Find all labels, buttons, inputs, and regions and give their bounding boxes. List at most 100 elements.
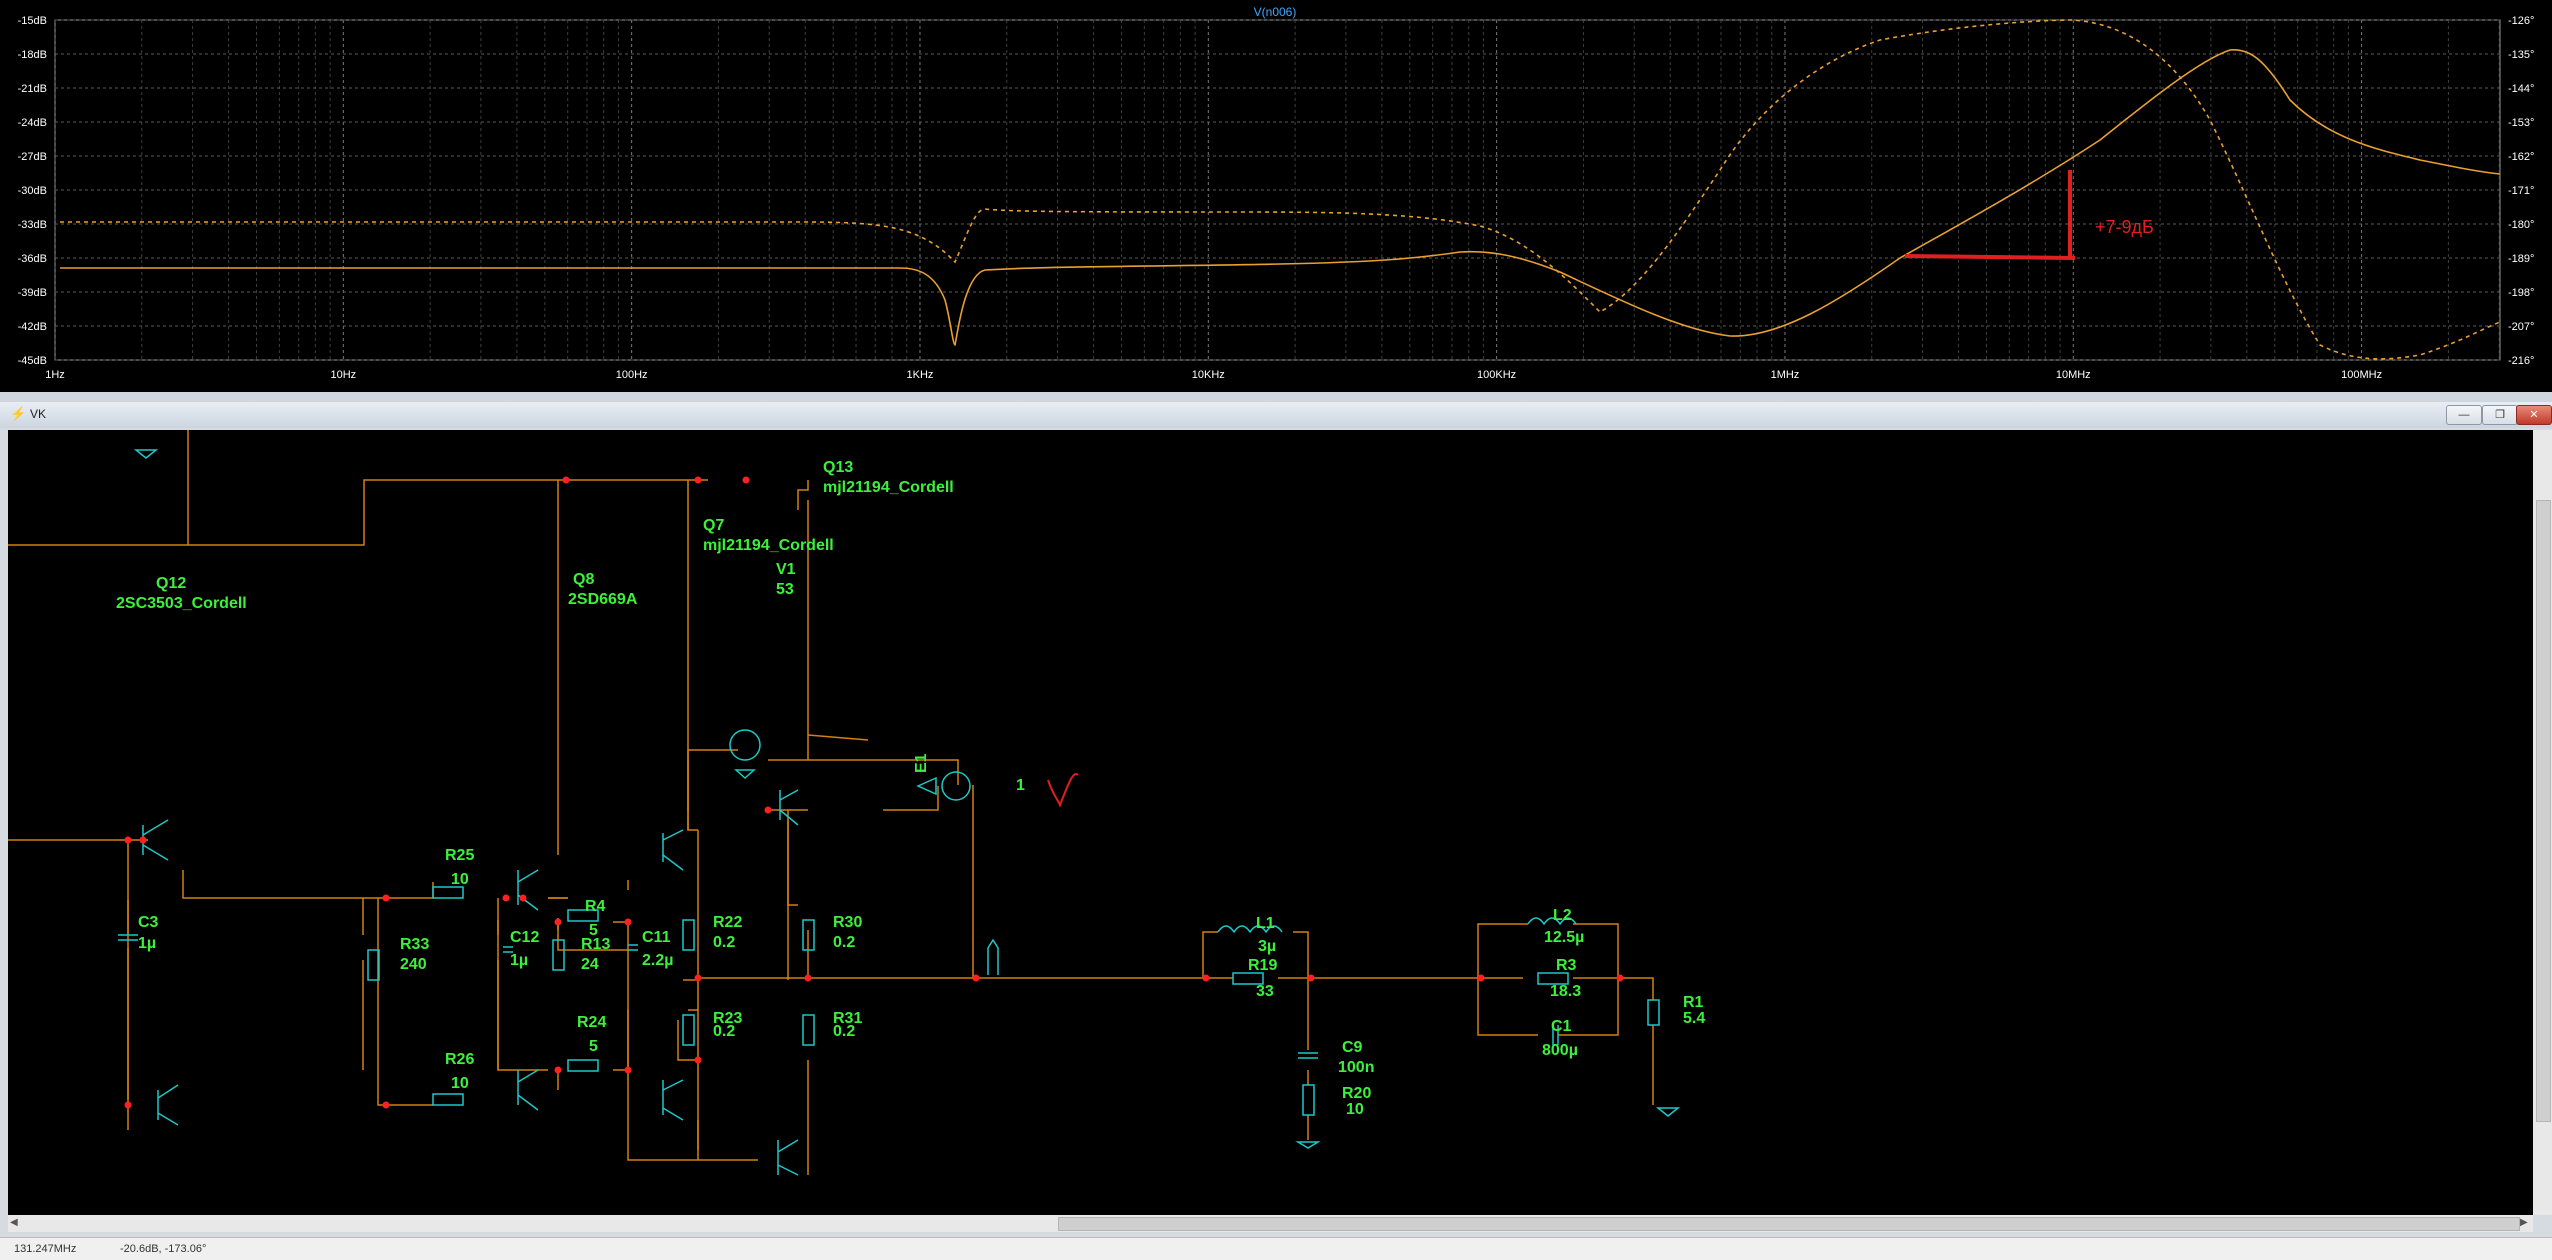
label-c3[interactable]: C3 [138,914,159,931]
label-r25v[interactable]: 10 [451,871,469,888]
label-c1v[interactable]: 800µ [1542,1042,1578,1059]
bode-plot-pane[interactable]: -15dB-18dB-21dB-24dB-27dB-30dB-33dB-36dB… [0,0,2552,392]
label-q13m[interactable]: mjl21194_Cordell [823,479,954,496]
schematic-drawing[interactable]: Q13mjl21194_CordellQ7mjl21194_CordellV15… [8,430,2540,1215]
r33-symbol[interactable] [367,949,380,981]
vertical-scroll-thumb[interactable] [2536,500,2551,1122]
r20-symbol[interactable] [1302,1084,1315,1116]
label-r13v[interactable]: 24 [581,956,599,973]
r3-symbol[interactable] [1537,972,1569,985]
c12-symbol[interactable] [503,946,513,953]
label-q12[interactable]: Q12 [156,575,186,592]
label-c3v[interactable]: 1µ [138,935,156,952]
label-r31v[interactable]: 0.2 [833,1023,855,1040]
label-q8m[interactable]: 2SD669A [568,591,638,608]
l1-symbol[interactable] [1217,925,1283,934]
label-r19v[interactable]: 33 [1256,983,1274,1000]
label-r20v[interactable]: 10 [1346,1101,1364,1118]
label-r24[interactable]: R24 [577,1014,606,1031]
pane-divider[interactable] [0,392,2552,402]
label-e1[interactable]: E1 [913,753,930,773]
label-v1[interactable]: V1 [776,561,796,578]
label-r4v[interactable]: 5 [589,922,598,939]
label-l2v[interactable]: 12.5µ [1544,929,1584,946]
r1-symbol[interactable] [1647,999,1660,1026]
label-r30[interactable]: R30 [833,914,862,931]
label-q7m[interactable]: mjl21194_Cordell [703,537,834,554]
label-v1v[interactable]: 53 [776,581,794,598]
restore-button[interactable]: ❐ [2482,405,2518,425]
label-r26[interactable]: R26 [445,1051,474,1068]
label-r26v[interactable]: 10 [451,1075,469,1092]
label-q7[interactable]: Q7 [703,517,724,534]
x-tick: 10MHz [2056,369,2091,381]
label-r3v[interactable]: 18.3 [1550,983,1581,1000]
phase-trace [60,19,2501,360]
r30-symbol[interactable] [802,919,815,951]
label-r23v[interactable]: 0.2 [713,1023,735,1040]
r22-symbol[interactable] [682,919,695,951]
label-q13[interactable]: Q13 [823,459,853,476]
status-frequency: 131.247MHz [14,1243,77,1255]
r13-symbol[interactable] [552,939,565,971]
v1-symbol[interactable] [729,729,761,761]
schematic-titlebar[interactable]: ⚡ VK — ❐ ✕ [0,402,2552,428]
label-r13[interactable]: R13 [581,936,610,953]
label-r19[interactable]: R19 [1248,957,1277,974]
r25-symbol[interactable] [432,886,464,899]
vertical-scrollbar[interactable] [2533,430,2552,1215]
label-c9[interactable]: C9 [1342,1039,1363,1056]
label-r22[interactable]: R22 [713,914,742,931]
r24-symbol[interactable] [567,1059,599,1072]
horizontal-scroll-thumb[interactable] [1058,1217,2520,1231]
label-r1[interactable]: R1 [1683,994,1704,1011]
c3-symbol[interactable] [118,934,138,941]
magnitude-trace [60,49,2501,346]
label-c11v[interactable]: 2.2µ [642,952,673,969]
label-r33[interactable]: R33 [400,936,429,953]
label-c11[interactable]: C11 [642,929,671,946]
label-c12v[interactable]: 1µ [510,952,528,969]
horizontal-scrollbar[interactable]: ◀ ▶ [8,1215,2533,1232]
label-r4[interactable]: R4 [585,898,606,915]
com-flag[interactable] [987,938,999,975]
label-r20[interactable]: R20 [1342,1085,1371,1102]
label-q8[interactable]: Q8 [573,571,594,588]
label-l1v[interactable]: 3µ [1258,938,1276,955]
r23-symbol[interactable] [682,1014,695,1046]
e1-symbol[interactable] [941,771,971,801]
scroll-left-icon[interactable]: ◀ [10,1217,18,1228]
label-r31[interactable]: R31 [833,1010,862,1027]
r4-symbol[interactable] [567,909,599,922]
trace-name[interactable]: V(n006) [1254,5,1297,19]
c11-symbol[interactable] [628,944,638,951]
c9-symbol[interactable] [1298,1052,1318,1059]
label-l1[interactable]: L1 [1256,915,1275,932]
c1-symbol[interactable] [1552,1025,1559,1045]
label-l2[interactable]: L2 [1553,907,1572,924]
label-r33v[interactable]: 240 [400,956,427,973]
label-r25[interactable]: R25 [445,847,474,864]
label-q12m[interactable]: 2SC3503_Cordell [116,595,247,612]
x-tick: 100Hz [616,369,648,381]
l2-symbol[interactable] [1527,917,1577,926]
bode-plot[interactable]: -15dB-18dB-21dB-24dB-27dB-30dB-33dB-36dB… [0,0,2552,392]
r31-symbol[interactable] [802,1014,815,1046]
label-c9v[interactable]: 100n [1338,1059,1374,1076]
label-c1[interactable]: C1 [1551,1018,1572,1035]
label-r22v[interactable]: 0.2 [713,934,735,951]
label-e1v[interactable]: 1 [1016,777,1025,794]
label-c12[interactable]: C12 [510,929,539,946]
label-r23[interactable]: R23 [713,1010,742,1027]
label-r24v[interactable]: 5 [589,1038,598,1055]
scroll-right-icon[interactable]: ▶ [2520,1217,2528,1228]
y-left-tick: -24dB [18,117,47,129]
close-button[interactable]: ✕ [2516,405,2552,425]
r19-symbol[interactable] [1232,972,1264,985]
r26-symbol[interactable] [432,1093,464,1106]
label-r1v[interactable]: 5.4 [1683,1010,1705,1027]
label-r3[interactable]: R3 [1556,957,1577,974]
minimize-button[interactable]: — [2446,405,2482,425]
label-r30v[interactable]: 0.2 [833,934,855,951]
